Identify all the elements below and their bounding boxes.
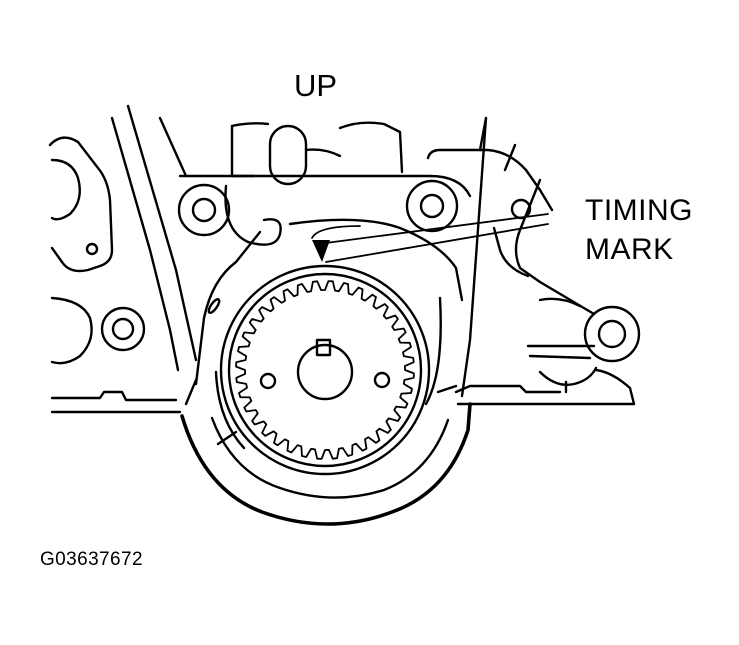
leader-line-lower bbox=[325, 223, 549, 263]
timing-mark-group bbox=[311, 213, 549, 263]
timing-mark-triangle bbox=[312, 240, 330, 262]
engine-block-outline bbox=[48, 104, 636, 414]
timing-mark-label-line2: MARK bbox=[585, 233, 674, 266]
bolt-boss-left bbox=[177, 183, 231, 237]
sprocket-hole-right bbox=[373, 371, 391, 389]
figure-identifier: G03637672 bbox=[40, 549, 143, 570]
sprocket-hole-left bbox=[259, 372, 277, 390]
bolt-boss-right bbox=[583, 305, 641, 363]
crankshaft-sprocket bbox=[216, 264, 458, 476]
timing-mark-housing-edge bbox=[311, 225, 361, 239]
bolt-bosses bbox=[85, 179, 641, 363]
bolt-boss-lower-left bbox=[100, 306, 146, 352]
up-direction-label: UP bbox=[294, 68, 338, 103]
crankshaft-bore bbox=[296, 343, 354, 401]
small-hole-left bbox=[85, 242, 99, 256]
sprocket-outer-rim bbox=[227, 272, 423, 468]
sprocket-teeth bbox=[235, 280, 415, 460]
leader-line-upper bbox=[317, 213, 549, 245]
pump-housing bbox=[180, 184, 472, 526]
timing-mark-label-line1: TIMING bbox=[585, 194, 693, 227]
small-slot bbox=[207, 298, 221, 314]
keyway bbox=[315, 338, 332, 357]
bolt-boss-center-right bbox=[405, 179, 459, 233]
